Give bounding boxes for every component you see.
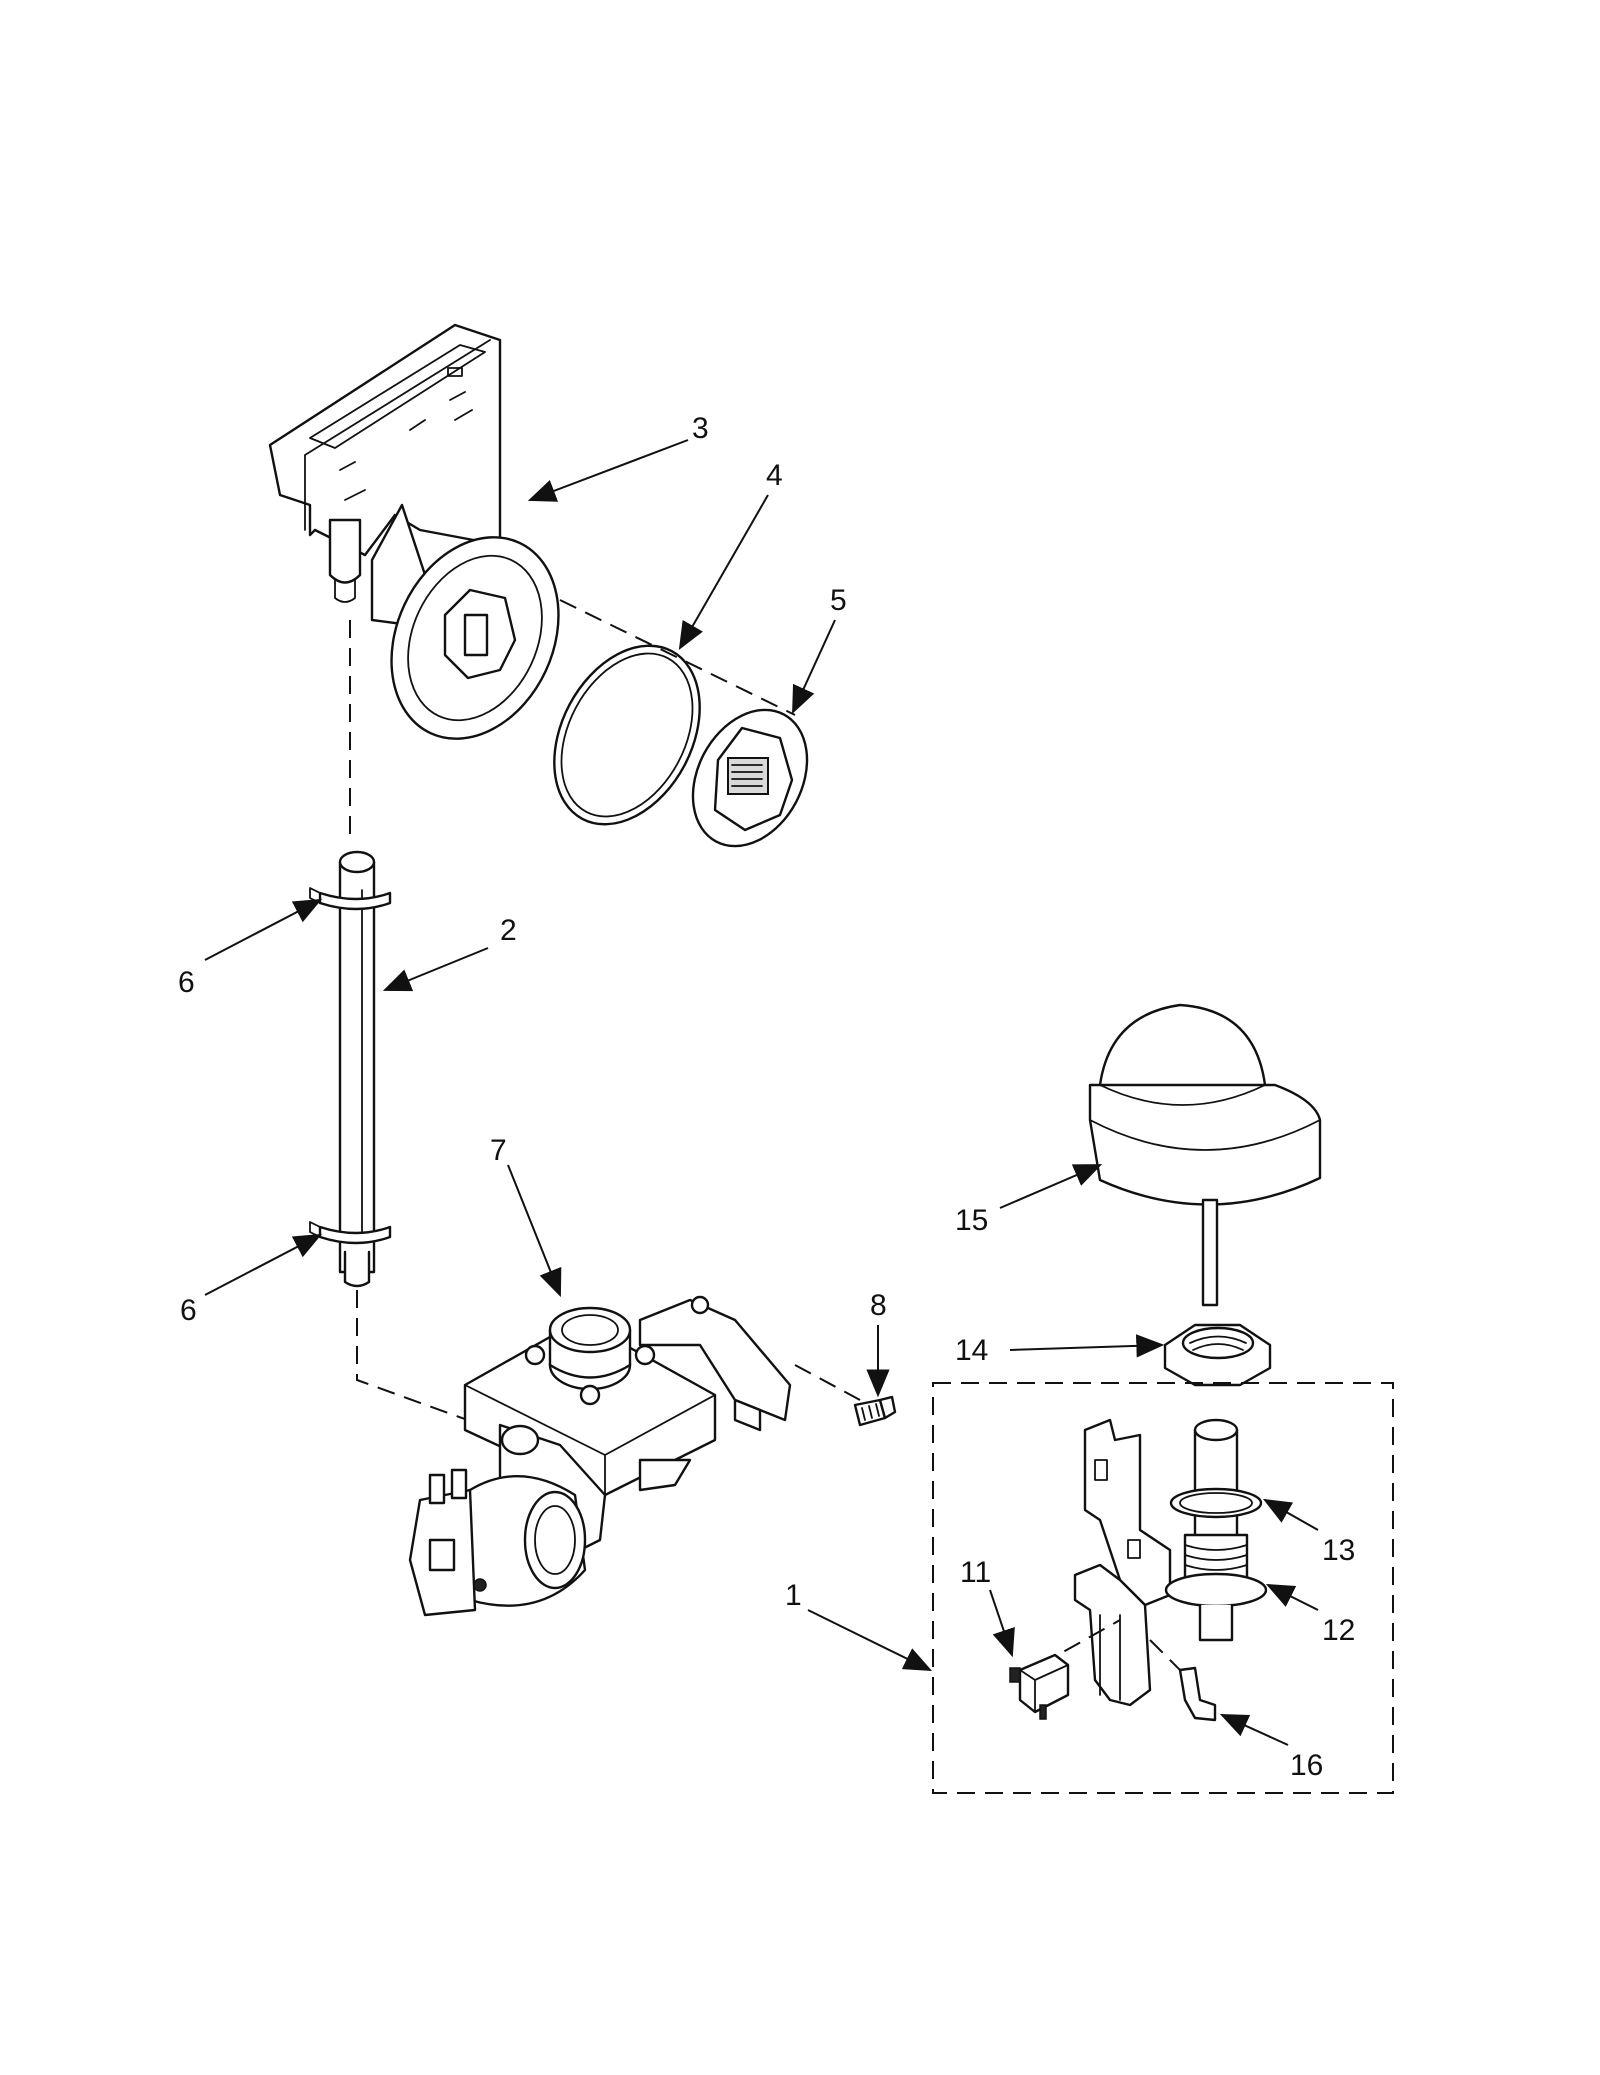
- switch-assembly-box-part-1: [932, 1382, 1394, 1794]
- callout-4: 4: [766, 459, 783, 492]
- gasket-ring-part-4[interactable]: [525, 621, 729, 850]
- callout-13: 13: [1322, 1534, 1355, 1567]
- callout-16: 16: [1290, 1749, 1323, 1782]
- leader-14: [1009, 1334, 1165, 1358]
- leader-16: [1219, 1714, 1289, 1746]
- leader-2: [382, 947, 489, 992]
- callout-14: 14: [955, 1334, 988, 1367]
- leader-6a: [204, 898, 323, 961]
- callout-11: 11: [960, 1556, 991, 1589]
- screw-part-8[interactable]: [853, 1395, 897, 1427]
- callout-1: 1: [785, 1579, 802, 1612]
- fill-tube-part-2[interactable]: [338, 850, 376, 1288]
- leader-4: [678, 494, 769, 651]
- filter-cap-part-5[interactable]: [670, 690, 829, 866]
- leader-11: [989, 1589, 1015, 1658]
- guide-line: [559, 599, 796, 716]
- micro-switch-part-11[interactable]: [1009, 1653, 1070, 1720]
- leader-13: [1262, 1498, 1319, 1531]
- leader-12: [1265, 1583, 1319, 1611]
- guide-line: [356, 1290, 496, 1431]
- switch-bracket[interactable]: [1073, 1418, 1172, 1707]
- leader-1: [807, 1609, 933, 1672]
- callout-12: 12: [1322, 1614, 1355, 1647]
- callout-6a: 6: [178, 966, 195, 999]
- callout-3: 3: [692, 412, 709, 445]
- water-valve-part-7[interactable]: [408, 1295, 792, 1617]
- spring-collar-part-12[interactable]: [1164, 1533, 1268, 1642]
- callout-2: 2: [500, 914, 517, 947]
- leader-3: [527, 439, 689, 502]
- disc-plate-part-3[interactable]: [360, 510, 590, 766]
- callout-7: 7: [490, 1134, 507, 1167]
- leader-6b: [204, 1233, 323, 1296]
- callout-15: 15: [955, 1204, 988, 1237]
- callout-6b: 6: [180, 1294, 197, 1327]
- callout-5: 5: [830, 584, 847, 617]
- callout-8: 8: [870, 1289, 887, 1322]
- housing-bracket-part-3[interactable]: [268, 323, 502, 627]
- leader-5: [792, 619, 836, 715]
- leader-15: [999, 1164, 1103, 1209]
- control-knob-part-15[interactable]: [1088, 1003, 1322, 1307]
- hex-nut-part-14[interactable]: [1163, 1323, 1272, 1387]
- leader-7: [507, 1164, 562, 1298]
- clip-part-16[interactable]: [1178, 1666, 1217, 1722]
- guide-line: [794, 1364, 861, 1401]
